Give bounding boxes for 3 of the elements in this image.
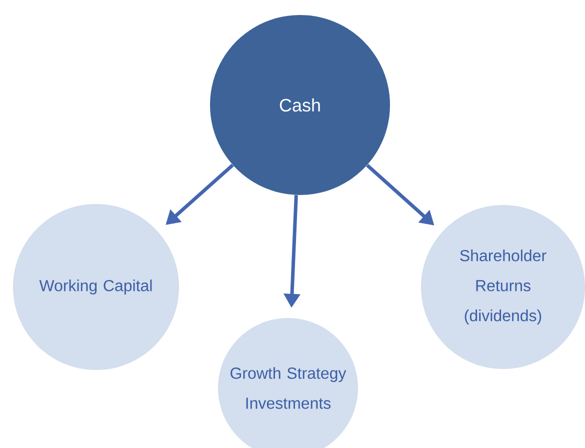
circle-node: Working Capital [13, 204, 179, 370]
circle-node: Cash [210, 15, 390, 195]
circle-node: Shareholder Returns (dividends) [421, 205, 585, 369]
